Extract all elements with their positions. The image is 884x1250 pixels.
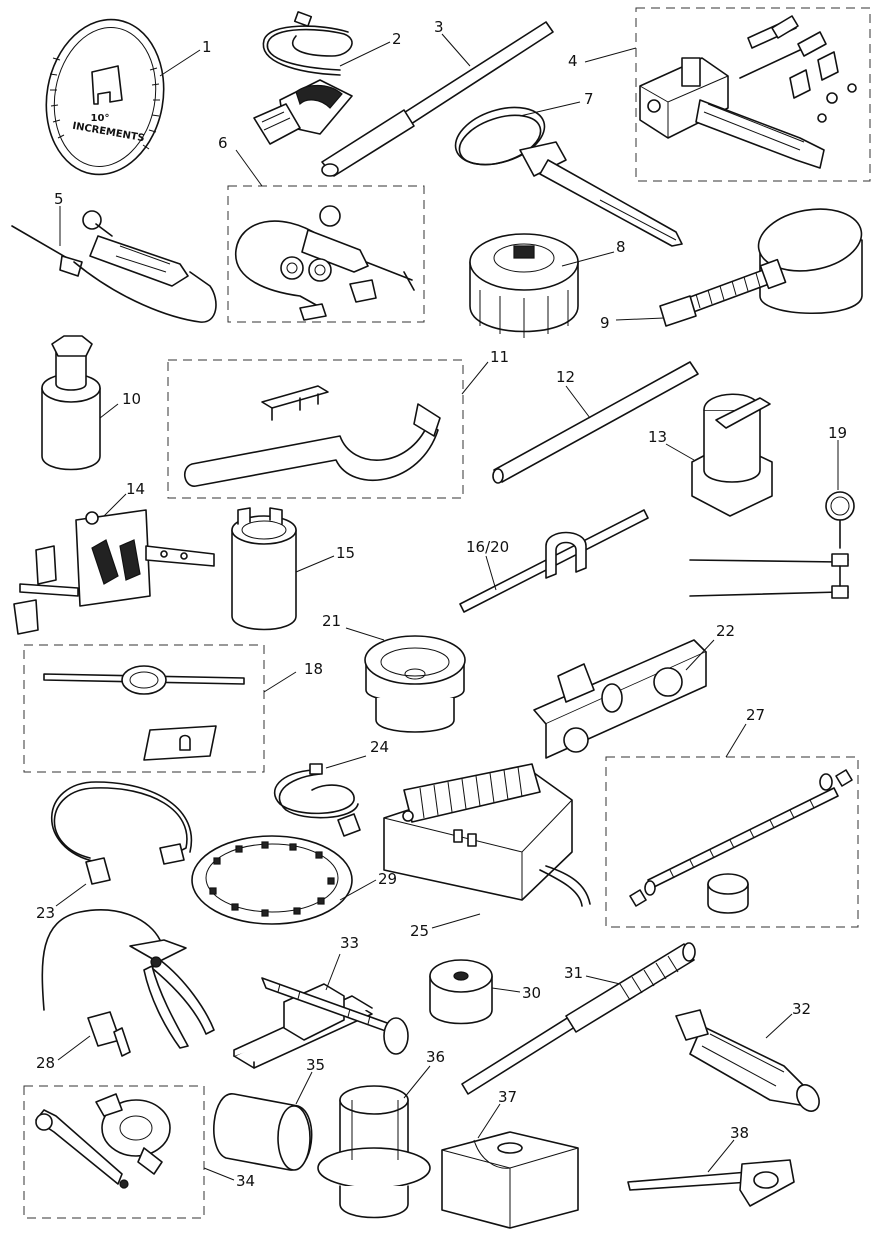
callout-16-20: 16/20 xyxy=(466,538,509,556)
tool-37-block xyxy=(441,1131,579,1229)
tool-15-castellated-socket xyxy=(231,507,297,631)
callout-7: 7 xyxy=(584,90,594,108)
tool-13-hex-adaptor xyxy=(691,393,773,517)
callout-14: 14 xyxy=(126,480,145,498)
callout-35: 35 xyxy=(306,1056,325,1074)
tool-10-socket xyxy=(41,335,101,471)
callout-27: 27 xyxy=(746,706,765,724)
tool-36-guide-adaptor xyxy=(317,1085,431,1219)
dial-degrees-label: 10° xyxy=(91,113,110,124)
callout-10: 10 xyxy=(122,390,141,408)
group-box-11 xyxy=(167,359,464,499)
callout-34: 34 xyxy=(236,1172,255,1190)
callout-19: 19 xyxy=(828,424,847,442)
callout-3: 3 xyxy=(434,18,444,36)
tool-11-c-spanner xyxy=(184,385,441,487)
tool-3-bar xyxy=(321,21,554,177)
callout-25: 25 xyxy=(410,922,429,940)
callout-28: 28 xyxy=(36,1054,55,1072)
tool-4-chain-tool-set xyxy=(639,15,857,169)
tool-24-cable xyxy=(273,763,361,837)
callout-5: 5 xyxy=(54,190,64,208)
tool-29-toothed-ring xyxy=(191,835,353,925)
tool-23-harness xyxy=(50,781,193,885)
group-box-18 xyxy=(23,644,265,773)
tool-9-puller xyxy=(659,208,863,327)
callout-6: 6 xyxy=(218,134,228,152)
tool-7-strap-wrench xyxy=(454,106,683,247)
callout-4: 4 xyxy=(568,52,578,70)
group-box-4 xyxy=(635,7,871,182)
tool-38-peg-spanner xyxy=(627,1159,795,1207)
callout-36: 36 xyxy=(426,1048,445,1066)
callout-32: 32 xyxy=(792,1000,811,1018)
leader-lines xyxy=(55,33,839,1181)
tool-22-holding-plate xyxy=(533,639,707,759)
callout-15: 15 xyxy=(336,544,355,562)
callout-1: 1 xyxy=(202,38,212,56)
tool-2-diagnostic-interface xyxy=(253,11,353,145)
callout-11: 11 xyxy=(490,348,509,366)
tool-6-test-kit xyxy=(235,205,415,321)
callout-31: 31 xyxy=(564,964,583,982)
callout-38: 38 xyxy=(730,1124,749,1142)
callout-23: 23 xyxy=(36,904,55,922)
tool-28-pliers xyxy=(41,909,215,1057)
group-box-34 xyxy=(23,1085,205,1219)
tool-16-20-holder xyxy=(459,509,649,613)
tool-8-filter-wrench xyxy=(469,233,579,338)
tool-34-locking-pin-set xyxy=(35,1093,171,1189)
callout-2: 2 xyxy=(392,30,402,48)
callout-22: 22 xyxy=(716,622,735,640)
callout-12: 12 xyxy=(556,368,575,386)
callout-labels: 1 2 3 4 5 6 7 8 9 10 11 12 13 19 14 15 1… xyxy=(36,18,847,1190)
tool-21-cup-adaptor xyxy=(364,635,466,733)
tool-35-sleeve xyxy=(213,1093,313,1171)
callout-37: 37 xyxy=(498,1088,517,1106)
group-box-27 xyxy=(605,756,859,928)
tool-1-degree-disc: 10° INCREMENTS xyxy=(45,18,165,176)
tool-27-threaded-rod-kit xyxy=(629,769,853,914)
tool-5-syringe-extractor xyxy=(11,210,217,323)
callout-24: 24 xyxy=(370,738,389,756)
group-box-6 xyxy=(227,185,425,323)
callout-29: 29 xyxy=(378,870,397,888)
tool-25-control-module xyxy=(383,763,591,907)
tool-33-puller-bridge xyxy=(233,977,409,1069)
callout-9: 9 xyxy=(600,314,610,332)
callout-13: 13 xyxy=(648,428,667,446)
callout-33: 33 xyxy=(340,934,359,952)
tool-32-slide-hammer xyxy=(675,1009,820,1112)
tool-31-drift xyxy=(461,942,696,1095)
callout-18: 18 xyxy=(304,660,323,678)
callout-21: 21 xyxy=(322,612,341,630)
callout-30: 30 xyxy=(522,984,541,1002)
tool-30-adaptor xyxy=(429,959,493,1025)
tool-19-pressure-gauge xyxy=(689,491,855,599)
tool-18-die-stock xyxy=(43,665,245,761)
tool-12-rod xyxy=(492,361,699,484)
tool-14-clamp-tool xyxy=(13,509,215,635)
callout-8: 8 xyxy=(616,238,626,256)
